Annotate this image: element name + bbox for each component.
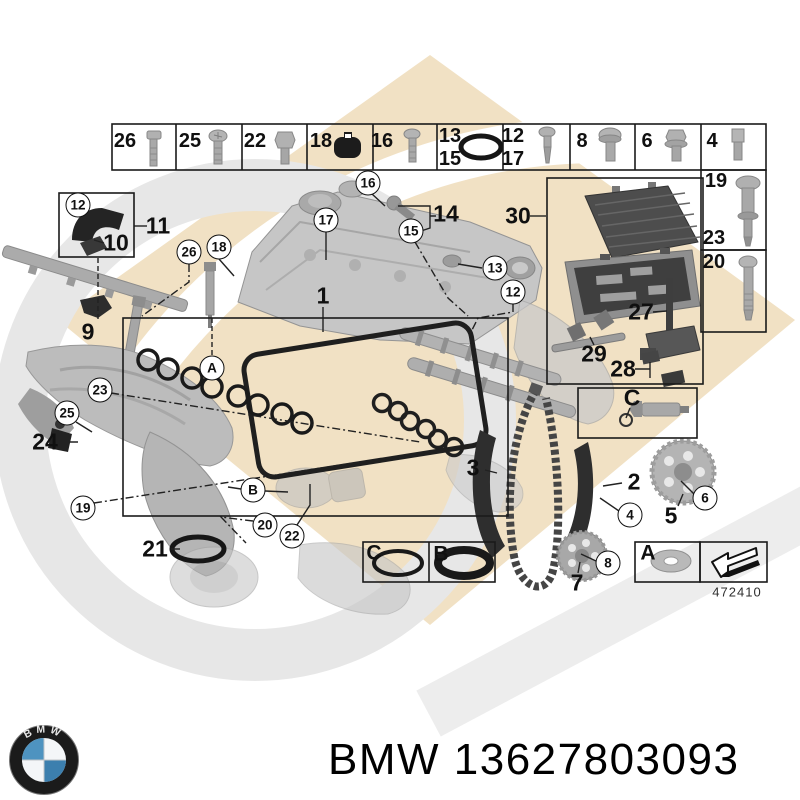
legend-washer-a [650,549,692,573]
hex-flange-bolt-icon [664,129,688,162]
callout-cell-19: 19 [704,170,728,192]
callout-plain-28: 28 [610,355,636,382]
callout-circled-16: 16 [355,170,381,196]
screw-icon [208,129,228,165]
callout-circled-22: 22 [279,523,305,549]
callout-plain-2: 2 [627,468,641,495]
callout-cell-12: 12 [501,125,525,147]
callout-circled-8: 8 [595,550,621,576]
long-bolt-icon [738,255,758,321]
callout-circled-20: 20 [252,512,278,538]
hex-bolt-icon [274,131,296,165]
callout-lines [56,193,695,574]
fastener-icons [146,126,761,321]
callout-cell-26: 26 [113,130,137,152]
screw-icon [403,128,421,163]
callout-cell-20: 20 [702,251,726,273]
callout-circled-26: 26 [176,239,202,265]
hose-clip [80,236,107,256]
rail-bracket [80,295,112,318]
chain-tensioner [619,401,689,427]
callout-plain-C: C [623,384,641,411]
rubber-grommet-icon [334,132,361,158]
callout-plain-1: 1 [316,282,330,309]
callout-circled-17: 17 [313,207,339,233]
callout-cell-8: 8 [576,130,588,152]
figure-number: 472410 [712,584,762,600]
callout-plain-9: 9 [81,318,95,345]
camshaft [399,327,562,386]
bolt-icon [146,130,162,167]
callout-plain-24: 24 [32,428,58,455]
engine-illustration [1,180,760,615]
callout-plain-7: 7 [570,569,584,596]
valve-screw-icon [538,126,556,164]
fuel-rail [1,245,189,312]
callout-circled-6: 6 [692,485,718,511]
callout-letter-C: C [366,541,382,565]
bmw-logo: BMW [9,724,79,795]
callout-plain-3: 3 [466,454,480,481]
callout-cell-13: 13 [438,125,462,147]
callout-cell-22: 22 [243,130,267,152]
callout-circled-19: 19 [70,495,96,521]
legend-seal-b [434,546,494,580]
callout-plain-27: 27 [628,298,654,325]
callout-plain-5: 5 [664,502,678,529]
frames [58,123,768,583]
vent-hose-elbow [72,208,124,242]
camshaft-alignment-rail [551,309,626,353]
callout-circled-25: 25 [54,400,80,426]
install-direction-arrow-icon [711,547,760,578]
callout-circled-18: 18 [206,234,232,260]
timing-chain [505,382,563,591]
legend-o-ring-c [372,549,424,577]
callout-circled-12: 12 [500,279,526,305]
injector [204,262,216,328]
callout-circled-13: 13 [482,255,508,281]
callout-letter-B: B [433,542,449,566]
callout-circled-15: 15 [398,218,424,244]
callout-plain-14: 14 [433,200,459,227]
callout-cell-18: 18 [309,130,333,152]
callout-circled-4: 4 [617,502,643,528]
callout-circled-12: 12 [65,192,91,218]
callout-cell-23: 23 [702,227,726,249]
callout-plain-11: 11 [145,212,171,239]
dowel-pin-icon [731,128,745,161]
callout-cell-17: 17 [501,148,525,170]
callout-letter-A: A [640,541,656,565]
callout-cell-25: 25 [178,130,202,152]
callout-circled-B: B [240,477,266,503]
callout-cell-15: 15 [438,148,462,170]
callout-circled-23: 23 [87,377,113,403]
locking-blocks [641,350,686,388]
callout-circled-A: A [199,355,225,381]
chain-guide-rail [472,430,505,558]
callout-plain-10: 10 [103,229,129,256]
lower-engine-parts [169,454,524,615]
callout-cell-16: 16 [370,130,394,152]
callout-cell-4: 4 [706,130,718,152]
callout-plain-21: 21 [142,535,168,562]
callout-plain-29: 29 [581,340,607,367]
callout-cell-6: 6 [641,130,653,152]
stepped-bolt-icon [735,175,761,247]
part-number-caption: BMW 13627803093 [328,735,740,784]
callout-plain-30: 30 [505,202,531,229]
port-gaskets [136,348,314,435]
valve-cover-gasket [241,320,489,480]
flange-screw-icon [598,127,622,162]
o-ring-icon [458,133,504,161]
tool-case [564,182,701,325]
